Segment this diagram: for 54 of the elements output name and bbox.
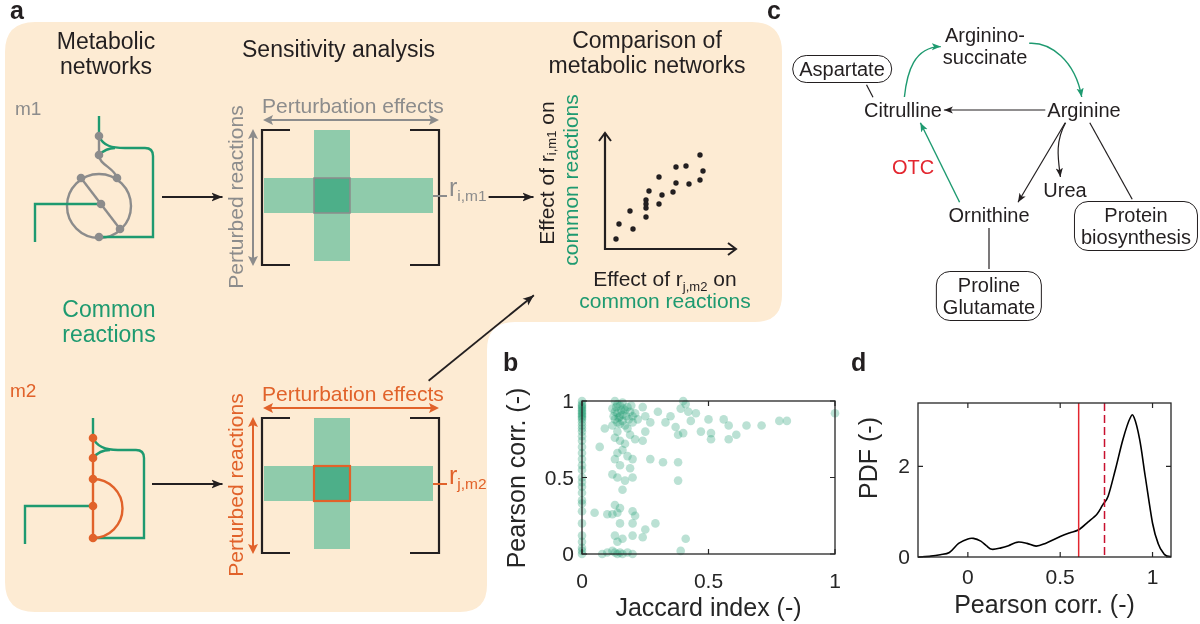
tick-label: 0.5 [1045, 565, 1075, 588]
panel-label: d [851, 349, 867, 377]
arrow [1055, 122, 1067, 178]
arrow [427, 294, 535, 382]
axis-label: Perturbed reactions [224, 393, 248, 577]
metabolite-label: Urea [1043, 179, 1087, 201]
network-label: m1 [15, 99, 42, 120]
axis-label: PDF (-) [854, 417, 882, 499]
metabolite-label: Arginine [1047, 99, 1121, 121]
arrow [1017, 122, 1066, 203]
metabolite-label: Arginino-succinate [942, 24, 1028, 68]
edge-label: OTC [891, 156, 935, 178]
metabolite-label: Ornithine [948, 204, 1030, 226]
arrow [1028, 42, 1084, 98]
row-label: r$_{i,m1}$ [449, 174, 487, 202]
note-text: Common reactions [62, 297, 156, 348]
axis-label: Pearson corr. (-) [502, 387, 530, 569]
axis-label: Jaccard index (-) [615, 593, 802, 621]
connector-line [865, 84, 874, 98]
arrow [161, 192, 224, 202]
arrow [487, 192, 535, 202]
panel-label: a [10, 0, 24, 25]
arrow [919, 122, 961, 203]
arrow [943, 106, 1046, 114]
pathway-box: Proline Glutamate [935, 271, 1043, 321]
tick-label: 1 [829, 569, 841, 592]
arrow [903, 43, 942, 98]
panel-label: c [767, 0, 781, 25]
tick-label: 0 [576, 569, 588, 592]
pathway-box: Protein biosynthesis [1074, 201, 1198, 251]
column-heading: Sensitivity analysis [242, 37, 436, 63]
column-heading: Comparison of metabolic networks [547, 28, 747, 79]
network-label: m2 [10, 381, 37, 402]
tick-label: 0 [898, 545, 910, 568]
tick-label: 1 [562, 389, 574, 412]
panel-label: b [503, 349, 519, 377]
axis-label: Perturbed reactions [224, 105, 248, 289]
pathway-box: Aspartate [792, 55, 892, 83]
tick-label: 0 [562, 542, 574, 565]
metabolite-label: Citrulline [864, 99, 942, 121]
axis-label: Pearson corr. (-) [954, 590, 1135, 618]
axis-label: common reactions [559, 94, 583, 266]
tick-label: 2 [898, 454, 910, 478]
tick-label: 0.5 [544, 465, 574, 489]
tick-label: 0.5 [693, 569, 724, 592]
tick-label: 0 [962, 565, 974, 588]
axis-label: Perturbation effects [262, 94, 444, 118]
axis-label: Perturbation effects [262, 382, 444, 406]
connector-line [1089, 122, 1133, 200]
row-label: r$_{j,m2}$ [449, 462, 487, 490]
connector-line [988, 227, 990, 270]
tick-label: 1 [1146, 565, 1159, 588]
column-heading: Metabolic networks [56, 29, 156, 80]
arrow [151, 479, 224, 489]
